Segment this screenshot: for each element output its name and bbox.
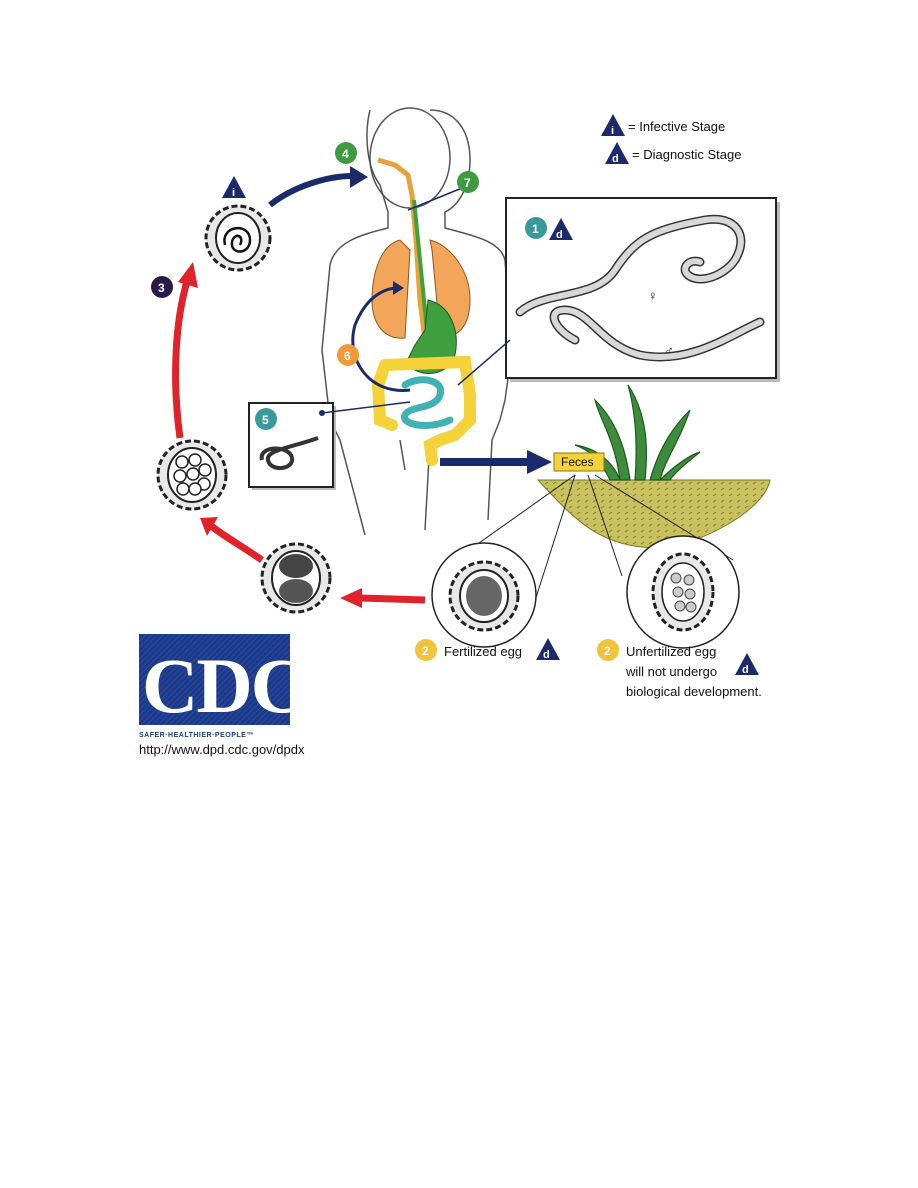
step-7-badge: 7 bbox=[457, 171, 479, 193]
unfertilized-egg-line1: Unfertilized egg bbox=[626, 644, 716, 659]
step-3-number: 3 bbox=[158, 281, 165, 295]
diagnostic-triangle-fertilized: d bbox=[536, 638, 560, 661]
source-url: http://www.dpd.cdc.gov/dpdx bbox=[139, 742, 305, 757]
worms-triangle-letter: d bbox=[556, 229, 563, 241]
step-4-number: 4 bbox=[342, 147, 349, 161]
diagnostic-triangle-worms: d bbox=[549, 218, 573, 241]
arrow-embryo-to-larva bbox=[207, 522, 264, 563]
arrow-to-mouth bbox=[268, 173, 353, 208]
legend-diagnostic-label: = Diagnostic Stage bbox=[632, 147, 741, 162]
infective-triangle-letter: i bbox=[232, 187, 235, 199]
cdc-logo: CDC SAFER·HEALTHIER·PEOPLE™ bbox=[139, 634, 307, 739]
step-2a-number: 2 bbox=[422, 644, 429, 658]
step-6-badge: 6 bbox=[337, 344, 359, 366]
larvated-egg bbox=[156, 439, 228, 511]
step-2-fertilized-badge: 2 bbox=[415, 639, 437, 661]
infective-stage-triangle: i bbox=[222, 176, 246, 199]
arrow-egg-to-embryo bbox=[359, 594, 426, 604]
legend: i = Infective Stage d = Diagnostic Stage bbox=[601, 114, 741, 165]
diagnostic-triangle-unfertilized: d bbox=[735, 653, 759, 676]
feces-label: Feces bbox=[561, 455, 594, 469]
step-4-badge: 4 bbox=[335, 142, 357, 164]
arrow-migration bbox=[351, 286, 411, 392]
human-body bbox=[321, 107, 513, 536]
embryonated-egg bbox=[260, 542, 332, 614]
step-1-number: 1 bbox=[532, 222, 539, 236]
cdc-logo-tagline: SAFER·HEALTHIER·PEOPLE™ bbox=[139, 732, 254, 739]
step-2-unfertilized-badge: 2 bbox=[597, 639, 619, 661]
step-5-number: 5 bbox=[262, 413, 269, 427]
unfertilized-egg-magnified bbox=[626, 535, 740, 649]
esophagus bbox=[377, 157, 428, 341]
grass bbox=[574, 384, 701, 481]
soil bbox=[536, 479, 771, 549]
fertilized-triangle-letter: d bbox=[543, 649, 550, 661]
infective-egg bbox=[204, 204, 272, 272]
small-intestine bbox=[401, 376, 454, 429]
legend-diagnostic-letter: d bbox=[612, 153, 619, 165]
large-intestine bbox=[371, 355, 476, 466]
cdc-logo-letters: CDC bbox=[142, 642, 305, 729]
step-1-badge: 1 bbox=[525, 217, 547, 239]
unfertilized-triangle-letter: d bbox=[742, 664, 749, 676]
step-3-badge: 3 bbox=[151, 276, 173, 298]
legend-infective-label: = Infective Stage bbox=[628, 119, 725, 134]
step-6-number: 6 bbox=[344, 349, 351, 363]
legend-infective-letter: i bbox=[611, 125, 614, 137]
step-7-number: 7 bbox=[464, 176, 471, 190]
unfertilized-egg-line3: biological development. bbox=[626, 684, 762, 699]
fertilized-egg-magnified bbox=[431, 542, 537, 648]
male-symbol: ♂ bbox=[664, 343, 674, 358]
arrow-larva-to-infective bbox=[172, 276, 192, 439]
step-5-badge: 5 bbox=[255, 408, 277, 430]
step-2b-number: 2 bbox=[604, 644, 611, 658]
fertilized-egg-label: Fertilized egg bbox=[444, 644, 522, 659]
adult-worms-panel bbox=[505, 197, 780, 382]
female-symbol: ♀ bbox=[648, 288, 658, 303]
unfertilized-egg-line2: will not undergo bbox=[625, 664, 717, 679]
